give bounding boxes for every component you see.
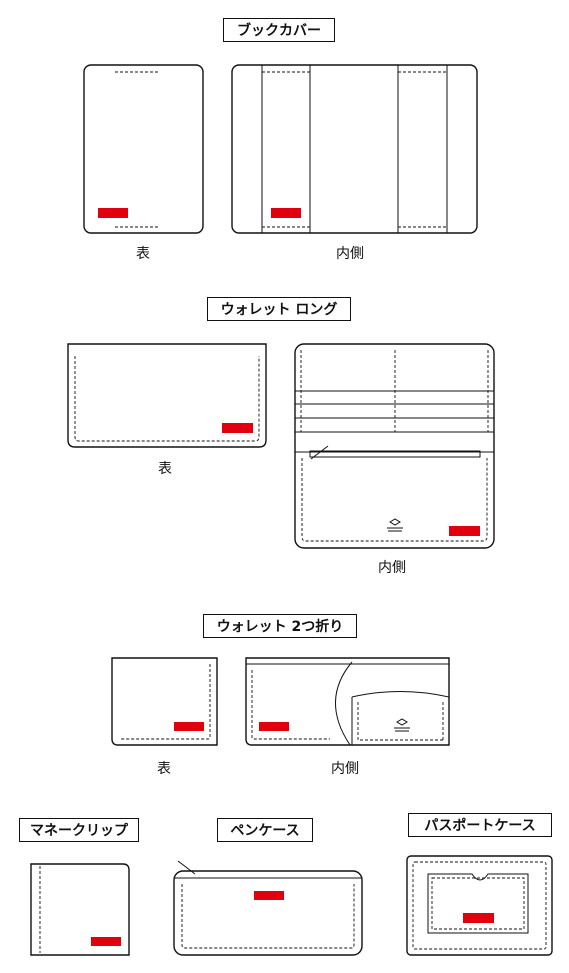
wallet-long-inner <box>294 343 495 549</box>
traveler-factory-logo-icon <box>394 718 410 732</box>
wallet-bifold-outer <box>111 657 218 746</box>
wallet-long-title: ウォレット ロング <box>207 297 351 321</box>
brand-tag <box>91 937 121 946</box>
book-cover-title: ブックカバー <box>223 18 335 42</box>
pen-case <box>173 860 363 956</box>
money-clip <box>30 863 130 956</box>
book-cover-outer-label: 表 <box>136 246 150 262</box>
brand-tag <box>174 722 204 731</box>
brand-tag <box>98 208 128 218</box>
brand-tag <box>254 891 284 900</box>
passport-case-title: パスポートケース <box>408 813 552 837</box>
book-cover-outer <box>83 64 204 234</box>
wallet-bifold-inner <box>245 657 450 746</box>
wallet-bifold-inner-label: 内側 <box>331 761 359 777</box>
brand-tag <box>259 722 289 731</box>
wallet-long-inner-label: 内側 <box>378 560 406 576</box>
pen-case-title: ペンケース <box>217 818 313 842</box>
wallet-bifold-title: ウォレット 2つ折り <box>203 614 357 638</box>
wallet-long-outer-label: 表 <box>158 461 172 477</box>
brand-tag <box>449 526 480 536</box>
wallet-long-outer <box>67 343 267 448</box>
book-cover-inner-label: 内側 <box>336 246 364 262</box>
brand-tag <box>271 208 301 218</box>
money-clip-title: マネークリップ <box>19 818 139 842</box>
brand-tag <box>222 423 253 433</box>
book-cover-inner <box>231 64 478 234</box>
passport-case <box>406 855 553 956</box>
brand-tag <box>463 913 494 923</box>
wallet-bifold-outer-label: 表 <box>157 761 171 777</box>
traveler-factory-logo-icon <box>387 518 403 532</box>
